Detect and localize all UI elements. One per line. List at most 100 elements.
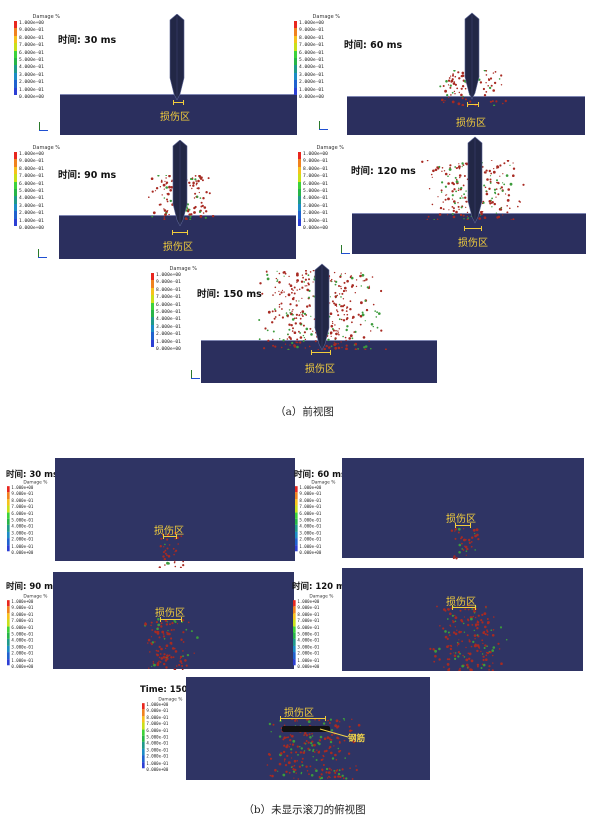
debris-particle	[376, 311, 378, 314]
debris-particle	[188, 181, 191, 184]
debris-particle	[451, 190, 454, 193]
debris-particle	[292, 739, 296, 743]
debris-particle	[297, 778, 300, 780]
legend-color-segment	[14, 174, 17, 182]
debris-particle	[269, 757, 273, 760]
debris-particle	[489, 202, 491, 204]
debris-particle	[509, 207, 511, 210]
legend-color-segment	[295, 492, 298, 500]
debris-particle	[448, 667, 451, 670]
debris-particle	[458, 669, 461, 671]
debris-particle	[462, 528, 465, 530]
debris-particle	[454, 75, 457, 78]
debris-particle	[258, 338, 261, 341]
debris-particle	[455, 178, 458, 181]
legend-color-segment	[7, 632, 10, 640]
debris-particle	[474, 616, 477, 619]
debris-particle	[463, 616, 465, 618]
debris-particle	[364, 299, 367, 302]
debris-particle	[346, 279, 349, 283]
debris-particle	[291, 330, 294, 332]
debris-particle	[170, 629, 173, 631]
debris-particle	[330, 324, 334, 328]
legend-value: 7.000e-01	[19, 174, 44, 180]
legend-value: 7.000e-01	[11, 505, 34, 511]
debris-particle	[465, 550, 468, 552]
debris-particle	[296, 273, 299, 277]
debris-particle	[155, 621, 158, 624]
debris-particle	[304, 732, 307, 735]
debris-particle	[331, 328, 334, 330]
debris-particle	[458, 91, 460, 94]
legend-value: 1.000e-01	[297, 658, 320, 664]
debris-particle	[333, 343, 337, 346]
legend-color-segment	[14, 166, 17, 175]
debris-particle	[492, 89, 495, 92]
legend-color-segment	[298, 152, 301, 160]
debris-particle	[167, 630, 169, 632]
debris-particle	[355, 765, 357, 767]
concrete-block	[352, 213, 586, 254]
debris-particle	[292, 327, 294, 330]
legend-value: 5.000e-01	[19, 189, 44, 195]
debris-particle	[372, 325, 374, 328]
debris-particle	[468, 541, 471, 544]
debris-particle	[498, 78, 501, 80]
legend-color-segment	[7, 531, 10, 539]
debris-particle	[289, 337, 292, 340]
debris-particle	[461, 542, 463, 545]
debris-particle	[157, 175, 160, 177]
debris-particle	[293, 331, 297, 334]
debris-particle	[359, 274, 362, 278]
debris-particle	[193, 652, 195, 654]
debris-particle	[272, 294, 274, 296]
debris-particle	[290, 288, 293, 290]
debris-particle	[284, 272, 287, 275]
debris-particle	[331, 300, 334, 303]
debris-particle	[510, 219, 512, 220]
debris-particle	[311, 735, 314, 737]
legend-value: 7.000e-01	[19, 43, 44, 49]
debris-particle	[169, 189, 172, 192]
debris-particle	[320, 773, 323, 776]
debris-particle	[296, 289, 298, 291]
debris-particle	[512, 174, 515, 177]
debris-particle	[318, 775, 321, 779]
debris-particle	[472, 608, 475, 611]
debris-particle	[449, 173, 451, 176]
debris-particle	[448, 96, 450, 98]
debris-particle	[492, 646, 496, 649]
debris-particle	[280, 752, 283, 755]
debris-particle	[299, 332, 301, 334]
debris-particle	[345, 310, 348, 312]
debris-particle	[499, 164, 502, 167]
debris-particle	[464, 98, 467, 101]
debris-particle	[343, 281, 346, 284]
debris-particle	[446, 658, 449, 661]
debris-particle	[185, 664, 188, 667]
debris-particle	[479, 81, 483, 84]
legend-colorbar	[151, 273, 154, 347]
debris-particle	[460, 74, 463, 78]
debris-particle	[448, 634, 451, 637]
debris-particle	[181, 668, 184, 670]
debris-particle	[163, 546, 165, 548]
debris-particle	[450, 75, 452, 77]
debris-particle	[165, 623, 169, 626]
debris-particle	[264, 327, 267, 330]
legend-value: 8.000e-01	[11, 499, 34, 504]
debris-particle	[493, 168, 495, 170]
debris-particle	[319, 735, 323, 739]
debris-particle	[148, 667, 150, 669]
debris-particle	[288, 309, 291, 311]
legend-value: 3.000e-01	[19, 203, 44, 209]
debris-particle	[371, 276, 374, 278]
debris-particle	[181, 665, 184, 667]
debris-particle	[200, 201, 203, 204]
legend-value: 8.000e-01	[146, 716, 169, 721]
debris-particle	[463, 538, 466, 542]
debris-particle	[268, 722, 272, 726]
debris-particle	[485, 74, 488, 76]
debris-particle	[457, 531, 460, 534]
debris-particle	[285, 312, 288, 314]
